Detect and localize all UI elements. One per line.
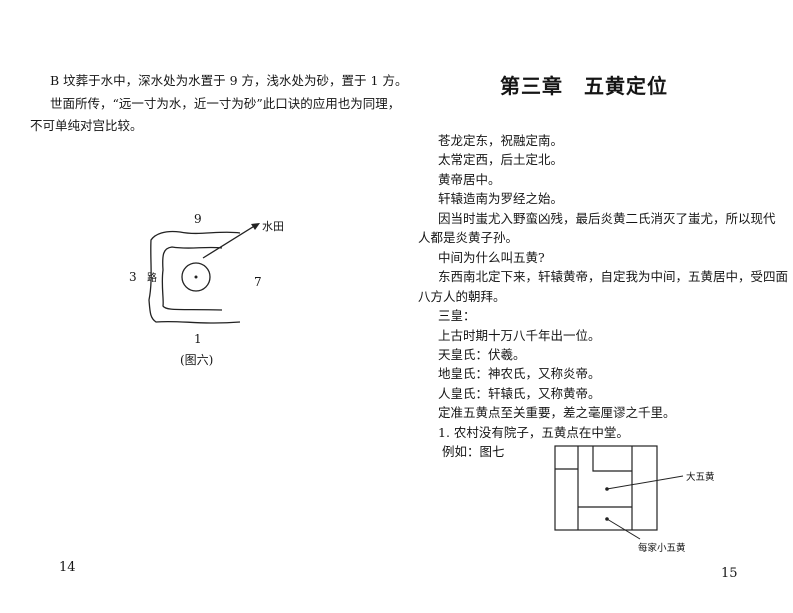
line: 三皇： — [438, 308, 476, 324]
paragraph: B 坟葬于水中，深水处为水置于 9 方，浅水处为砂，置于 1 方。 — [50, 73, 408, 88]
arrow-head — [251, 223, 260, 230]
outer-road-boundary — [148, 230, 241, 324]
figure-6-caption: (图六) — [180, 353, 213, 367]
line: 东西南北定下来，轩辕黄帝，自定我为中间，五黄居中，受四面 — [438, 269, 789, 285]
label-paddy: 水田 — [262, 220, 284, 233]
line: 定准五黄点至关重要，差之毫厘谬之千里。 — [438, 405, 676, 421]
line: 因当时蚩尤入野蛮凶残，最后炎黄二氏消灭了蚩尤，所以现代 — [438, 210, 776, 226]
line: 轩辕造南为罗经之始。 — [438, 191, 564, 207]
page-number-left: 14 — [59, 560, 76, 575]
label-big-five-yellow: 大五黄 — [686, 471, 715, 483]
line: 八方人的朝拜。 — [418, 288, 506, 304]
house-outline — [554, 445, 658, 531]
grave-circle — [181, 262, 211, 292]
paragraph: 不可单纯对宫比较。 — [30, 118, 143, 133]
label-road: 路 — [147, 271, 157, 284]
label-3: 3 — [129, 270, 137, 284]
left-body-text: B 坟葬于水中，深水处为水置于 9 方，浅水处为砂，置于 1 方。 世面所传，“… — [30, 70, 408, 138]
label-9: 9 — [194, 212, 202, 226]
line: 人都是炎黄子孙。 — [418, 230, 519, 246]
label-small-five-yellow: 每家小五黄 — [638, 542, 686, 554]
chapter-title: 第三章 五黄定位 — [500, 74, 668, 98]
label-1: 1 — [194, 332, 202, 346]
line: 中间为什么叫五黄? — [438, 249, 545, 265]
line: 1. 农村没有院子，五黄点在中堂。 — [438, 424, 629, 440]
line: 地皇氏：神农氏，又称炎帝。 — [438, 366, 601, 382]
paragraph: 世面所传，“远一寸为水，近一寸为砂”此口诀的应用也为同理， — [50, 95, 401, 111]
line: 例如：图七 — [442, 444, 505, 460]
arrow-line — [202, 224, 257, 259]
line: 天皇氏：伏羲。 — [438, 346, 526, 362]
line: 太常定西，后土定北。 — [438, 152, 564, 168]
label-7: 7 — [254, 275, 262, 289]
line: 黄帝居中。 — [438, 171, 501, 187]
figure-7-diagram: 大五黄 每家小五黄 — [554, 445, 715, 554]
inner-road-boundary — [161, 246, 223, 311]
right-body-text: 苍龙定东，祝融定南。 太常定西，后土定北。 黄帝居中。 轩辕造南为罗经之始。 因… — [418, 131, 789, 462]
page-number-right: 15 — [721, 566, 738, 581]
line: 上古时期十万八千年出一位。 — [438, 327, 601, 343]
center-dot — [194, 275, 198, 279]
line: 苍龙定东，祝融定南。 — [438, 133, 564, 148]
line: 人皇氏：轩辕氏，又称黄帝。 — [438, 385, 601, 401]
